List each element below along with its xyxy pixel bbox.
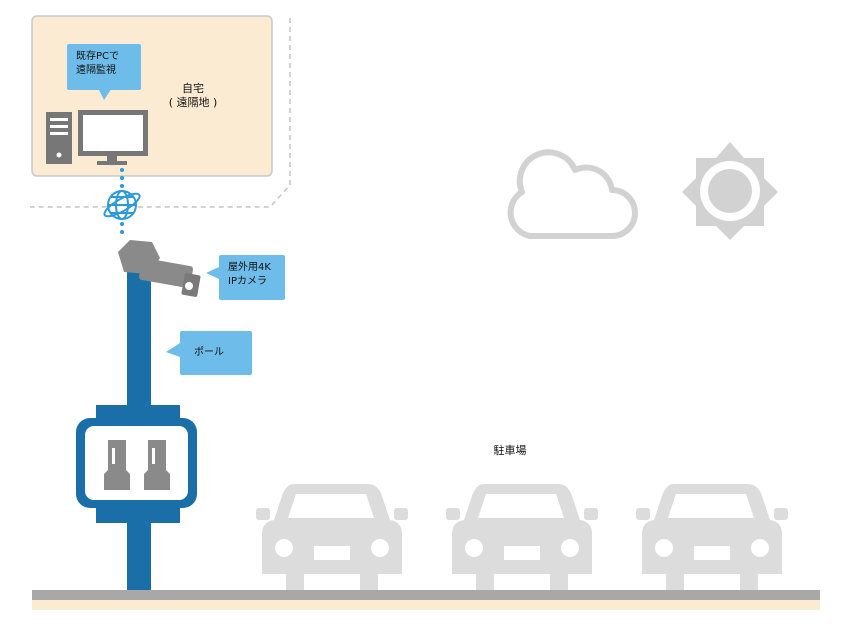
globe-network-icon <box>103 190 141 220</box>
home-label-line1: 自宅 <box>182 82 204 95</box>
sun-icon <box>682 142 778 240</box>
pole-callout: ポール <box>180 331 252 375</box>
parking-lot-label: 駐車場 <box>493 444 527 457</box>
camera-callout: 屋外用4K IPカメラ <box>219 255 285 300</box>
home-boundary-dashed-line <box>30 18 291 208</box>
camera-callout-line2: IPカメラ <box>228 276 267 287</box>
breaker-enclosure-icon <box>76 405 197 523</box>
network-connection-dots <box>120 168 124 234</box>
pole-callout-tail <box>166 343 180 357</box>
car-icon <box>636 484 788 590</box>
pc-callout-line2: 遠隔監視 <box>76 65 116 76</box>
ground-line <box>32 590 820 600</box>
home-label: 自宅 ( 遠隔地 ) <box>158 82 228 110</box>
camera-callout-line1: 屋外用4K <box>228 262 271 273</box>
cloud-icon <box>507 149 638 239</box>
pc-callout-tail <box>98 88 112 100</box>
bullet-camera-icon <box>118 240 201 297</box>
ground-band <box>32 600 820 610</box>
car-icon <box>256 484 408 590</box>
home-label-line2: ( 遠隔地 ) <box>168 96 218 109</box>
camera-callout-tail <box>206 267 219 279</box>
pc-callout-line1: 既存PCで <box>76 51 120 62</box>
pole-callout-text: ポール <box>194 347 224 358</box>
pc-monitoring-callout: 既存PCで 遠隔監視 <box>67 44 141 90</box>
desktop-computer-icon <box>46 110 148 165</box>
car-icon <box>446 484 598 590</box>
